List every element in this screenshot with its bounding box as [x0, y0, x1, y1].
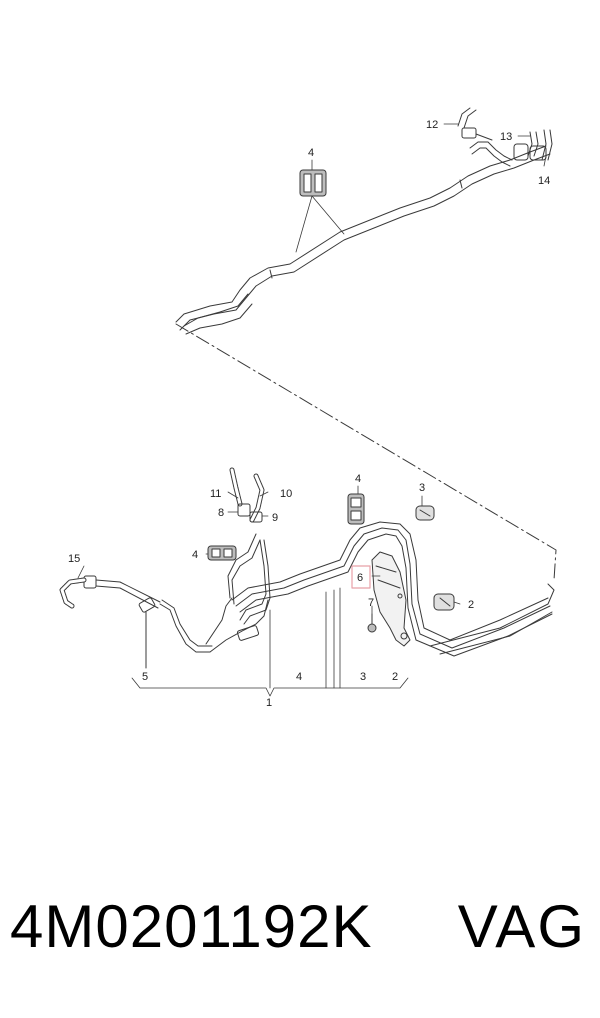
part-number: 4M0201192K — [10, 893, 373, 960]
callout-9: 9 — [272, 512, 278, 524]
part-10-11-hoses — [229, 467, 265, 523]
lower-fuel-lines — [231, 521, 555, 657]
fuel-line-diagram: 12 13 14 4 11 10 8 9 4 4 3 15 6 7 2 5 4 … — [59, 107, 557, 709]
callout-15: 15 — [68, 553, 80, 565]
part-7-nut — [367, 613, 377, 633]
left-hose-assembly — [159, 533, 271, 653]
callout-11: 11 — [210, 488, 221, 500]
callout-2-right: 2 — [468, 599, 474, 611]
callout-6-highlight — [351, 565, 371, 589]
callout-5: 5 — [142, 671, 148, 683]
callout-13: 13 — [500, 131, 512, 143]
part-15-corrugated-hose — [59, 575, 161, 609]
callout-6: 6 — [357, 572, 363, 584]
part-2-clip — [433, 593, 455, 611]
callout-4-bottom: 4 — [296, 671, 302, 683]
leader-lines — [77, 123, 547, 697]
callout-7: 7 — [368, 597, 374, 609]
callout-3-bottom: 3 — [360, 671, 366, 683]
part-4-top-clip — [299, 169, 327, 197]
part-6-bracket — [371, 551, 411, 647]
callout-4-left: 4 — [192, 549, 198, 561]
callout-8: 8 — [218, 507, 224, 519]
callout-10: 10 — [280, 488, 292, 500]
callout-2-bottom: 2 — [392, 671, 398, 683]
callout-12: 12 — [426, 119, 438, 131]
callout-4-mid: 4 — [355, 473, 361, 485]
part-4-mid-clip — [347, 493, 365, 525]
part-12-hose-end — [457, 107, 493, 141]
brand-label: VAG — [457, 893, 586, 960]
assembly-link-line — [175, 323, 557, 581]
part-13-14-connectors — [513, 129, 553, 161]
callout-1: 1 — [266, 697, 272, 709]
callout-labels: 12 13 14 4 11 10 8 9 4 4 3 15 6 7 2 5 4 … — [68, 119, 550, 709]
part-5-fitting — [138, 597, 156, 669]
caption: 4M0201192K VAG — [0, 892, 600, 1012]
callout-3-top: 3 — [419, 482, 425, 494]
callout-4-top: 4 — [308, 147, 314, 159]
part-4-left-clip — [207, 545, 237, 561]
callout-14: 14 — [538, 175, 550, 187]
upper-fuel-lines — [175, 141, 551, 335]
part-3-clip — [415, 505, 435, 521]
